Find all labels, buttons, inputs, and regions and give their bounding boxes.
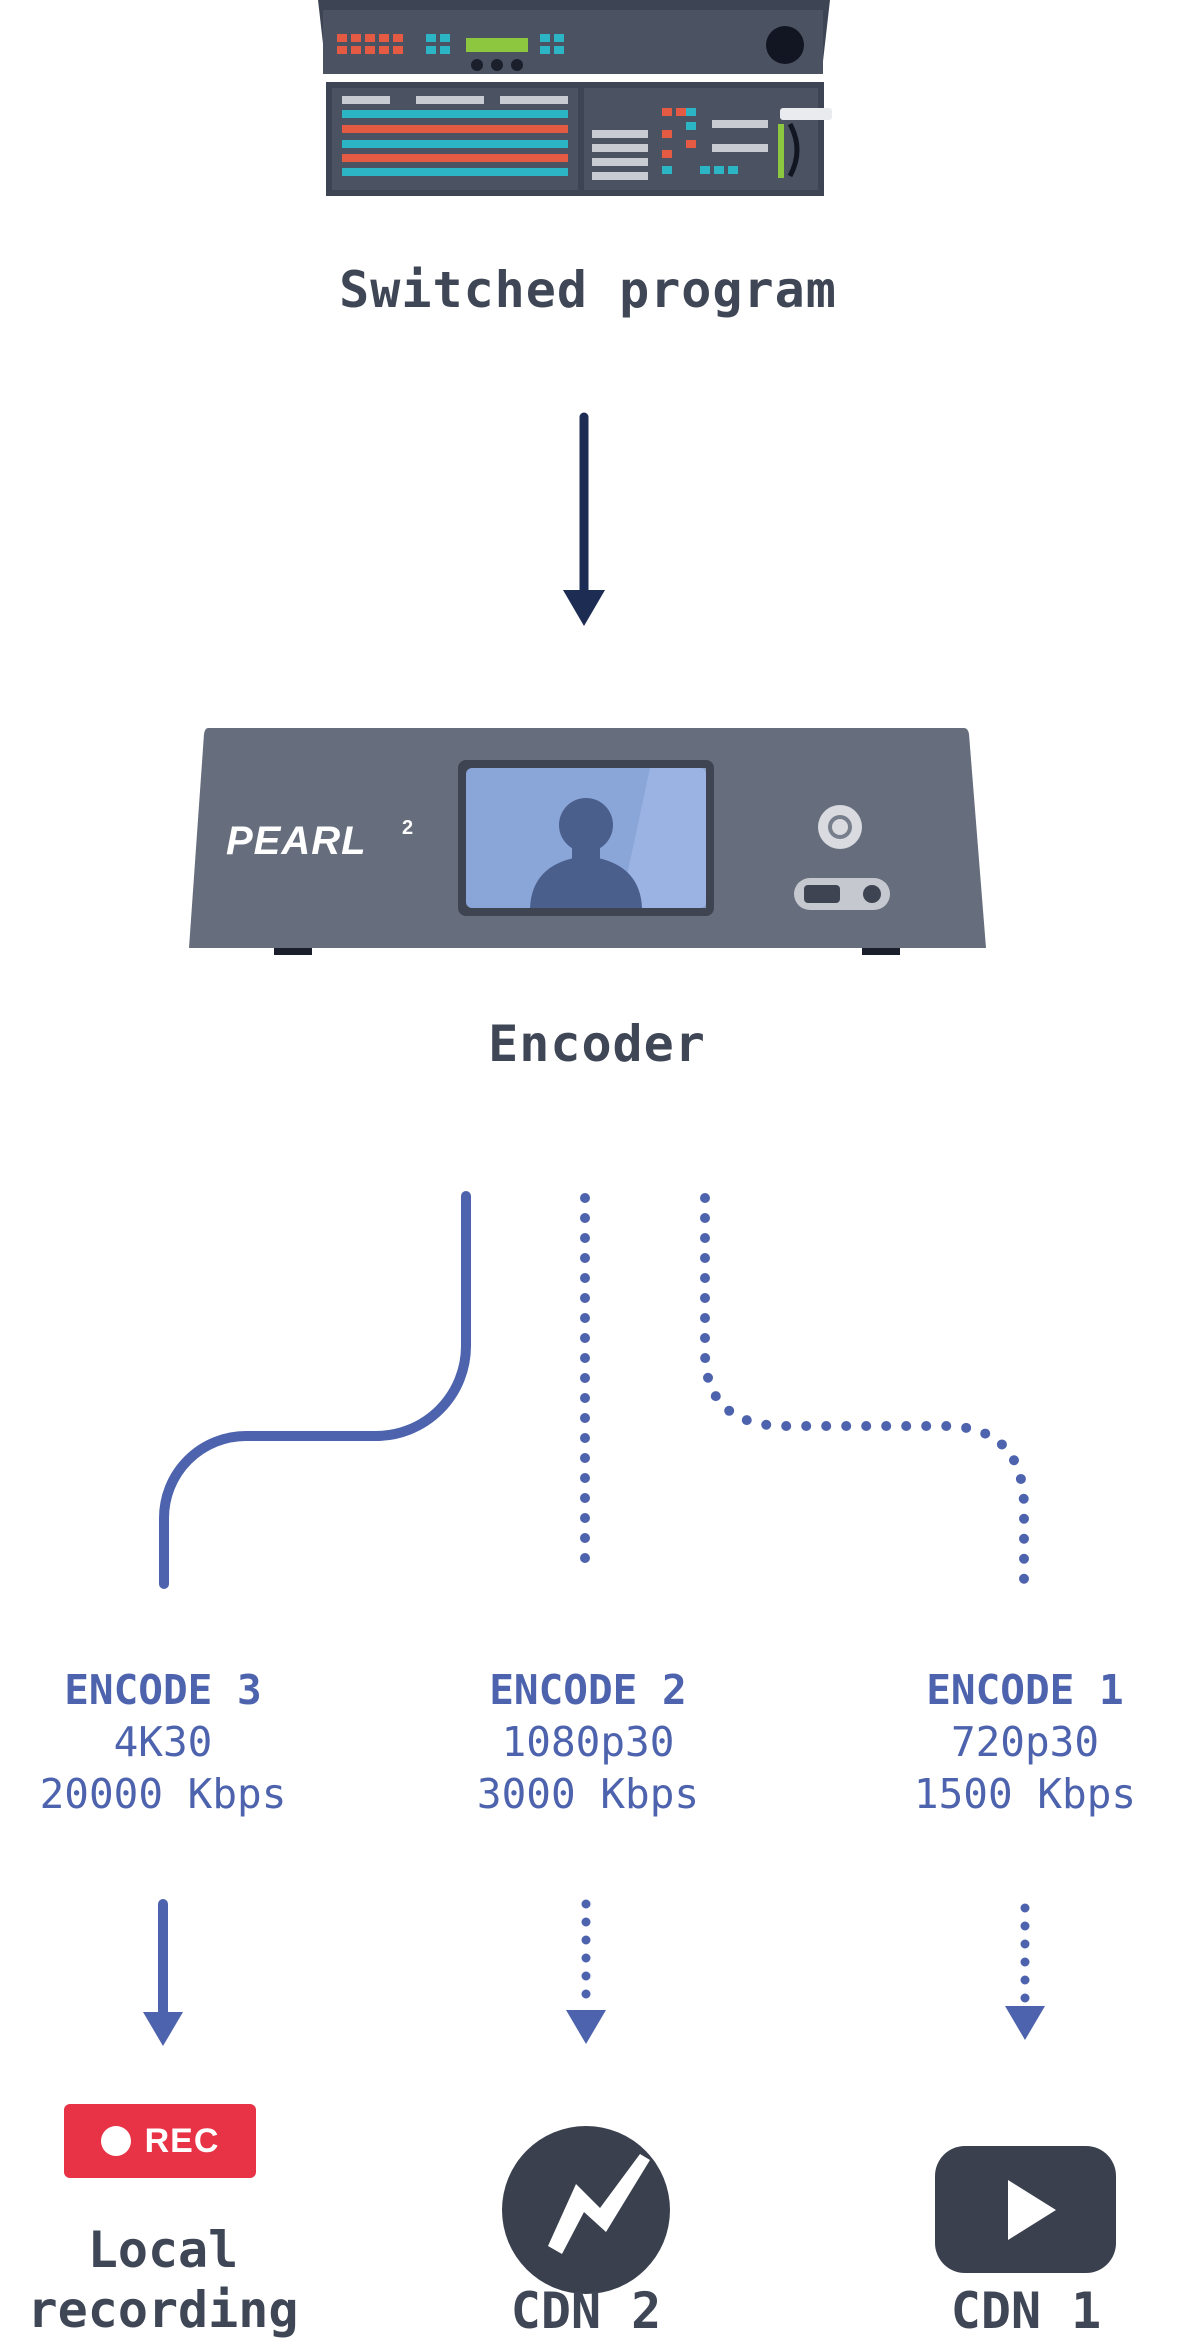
encoder-device-icon [189,728,986,955]
cdn2-label: CDN 2 [510,2282,662,2340]
encoder-label: Encoder [488,1015,706,1073]
encode-1-resolution: 720p30 [950,1718,1100,1766]
encode-1-title: ENCODE 1 [926,1666,1124,1714]
flow-line-encode-1 [700,1193,1029,1585]
encode-3-title: ENCODE 3 [64,1666,262,1714]
encode-1-block: ENCODE 1 720p30 1500 Kbps [870,1664,1180,1820]
encode-3-bitrate: 20000 Kbps [39,1770,287,1818]
rec-badge-icon: REC [64,2104,256,2178]
arrow-to-encoder [563,412,605,626]
youtube-play-icon [935,2146,1116,2273]
arrow-encode-2-to-cdn2 [566,1899,606,2044]
encode-3-block: ENCODE 3 4K30 20000 Kbps [0,1664,326,1820]
switcher-label: Switched program [339,261,837,319]
local-recording-label: Local recording [0,2220,326,2340]
flow-line-encode-3 [159,1191,471,1589]
cdn1-label: CDN 1 [950,2282,1102,2340]
encode-2-resolution: 1080p30 [501,1718,675,1766]
cdn-bolt-logo-icon [502,2126,670,2294]
encoder-brand-sup: 2 [402,817,413,839]
rec-badge-text: REC [144,2121,220,2160]
video-switcher-icon [318,0,832,196]
local-recording-label-line2: recording [27,2281,299,2339]
encode-2-title: ENCODE 2 [489,1666,687,1714]
arrow-encode-3-to-local [143,1899,183,2046]
encode-2-block: ENCODE 2 1080p30 3000 Kbps [438,1664,738,1820]
local-recording-label-line1: Local [87,2221,239,2279]
encoder-brand-text: PEARL [226,819,367,863]
encode-3-resolution: 4K30 [113,1718,213,1766]
rec-dot-icon [100,2126,131,2156]
encode-1-bitrate: 1500 Kbps [913,1770,1137,1818]
encode-2-bitrate: 3000 Kbps [476,1770,700,1818]
arrow-encode-1-to-cdn1 [1005,1903,1045,2040]
